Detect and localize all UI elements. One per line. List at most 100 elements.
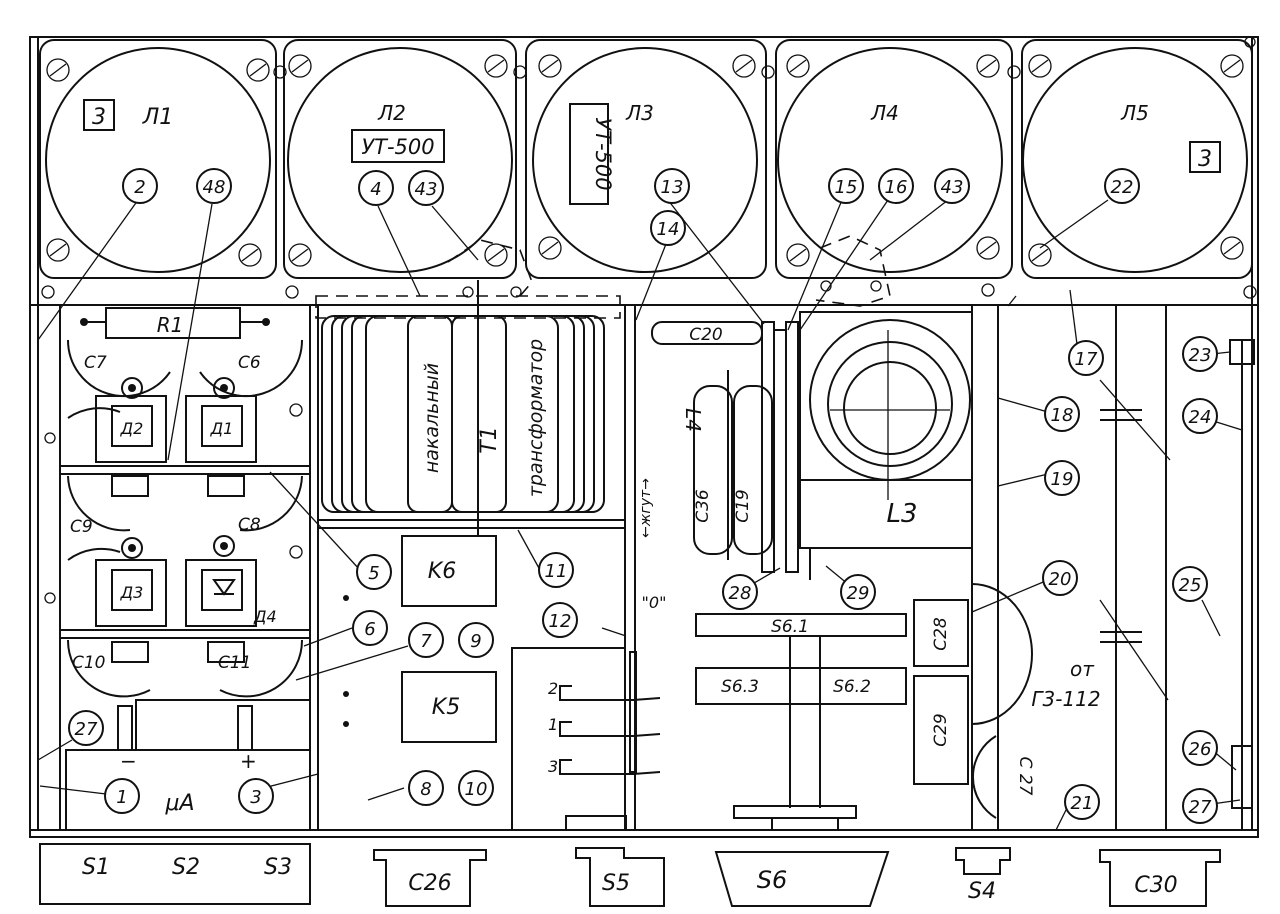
tube-l5-label: Л5	[1120, 101, 1149, 125]
tube-l4-label: Л4	[870, 101, 899, 125]
c36-label: C36	[693, 489, 713, 523]
g3-label: Г3-112	[1031, 687, 1100, 711]
c10-label: C10	[72, 653, 106, 673]
callout-9: 9	[470, 631, 481, 652]
callout-21: 21	[1071, 793, 1094, 814]
callout-15: 15	[835, 177, 858, 198]
d2-label: Д2	[120, 419, 144, 438]
callout-48: 48	[203, 177, 226, 198]
callout-22: 22	[1111, 177, 1134, 198]
tube-l5: Л5 3	[1021, 39, 1253, 279]
r1-label: R1	[157, 313, 184, 337]
callout-1: 1	[116, 787, 127, 808]
c19-label: C19	[733, 489, 753, 523]
tube-l3-type: УТ-500	[591, 117, 615, 190]
s6-2-label: S6.2	[833, 677, 871, 697]
callout-13: 13	[661, 177, 684, 198]
c9-label: C9	[70, 517, 93, 537]
callout-26: 26	[1189, 739, 1212, 760]
callout-27-left: 27	[75, 719, 98, 740]
callout-16: 16	[885, 177, 908, 198]
callout-19: 19	[1051, 469, 1074, 490]
k5-label: K5	[432, 695, 460, 720]
c29-label: C29	[931, 713, 951, 747]
screw-row	[41, 36, 1257, 299]
callout-4: 4	[370, 179, 381, 200]
rectifier-section: R1 C7 C6 C9 C8 C10 C11 Д2 Д1 Д	[44, 305, 319, 831]
l3-label: L3	[886, 499, 917, 529]
c27-label: C 27	[1015, 757, 1035, 796]
meter-unit: μA	[164, 791, 194, 816]
c28-label: C28	[931, 617, 951, 651]
label-s6: S6	[757, 866, 788, 894]
tube-l1: 3 Л1	[39, 39, 277, 279]
tube-l2: Л2 УТ-500	[283, 39, 517, 279]
tube-l5-mark: 3	[1198, 147, 1212, 172]
label-s4: S4	[968, 879, 996, 904]
k6-label: K6	[428, 559, 456, 584]
callout-43-l4: 43	[941, 177, 964, 198]
callouts: 2 48 4 43 13 14 15 16 43 22 1 3 5 6 7 8 …	[68, 168, 1218, 824]
rf-section: C20 L4 C36 C19 ←жгут→ "0" L3 S6.1 S6.3 S…	[638, 311, 1035, 831]
meter-plus: +	[240, 749, 257, 773]
callout-43-l2: 43	[415, 179, 438, 200]
from-label: от	[1070, 657, 1095, 681]
callout-20: 20	[1049, 569, 1072, 590]
label-s3: S3	[264, 855, 292, 880]
label-s5: S5	[602, 871, 630, 896]
transformer-section: T1 накальный трансформатор K6 K5 2 1 3	[318, 280, 661, 831]
t1-text-b: трансформатор	[525, 339, 547, 497]
callout-10: 10	[465, 779, 488, 800]
label-c26: C26	[408, 871, 451, 896]
s6-3-label: S6.3	[721, 677, 759, 697]
tube-l1-label: Л1	[142, 105, 174, 130]
tube-l2-label: Л2	[377, 101, 406, 125]
s6-1-label: S6.1	[771, 617, 809, 637]
t1-text-a: накальный	[421, 363, 443, 473]
callout-12: 12	[549, 611, 572, 632]
callout-17: 17	[1075, 349, 1098, 370]
d1-label: Д1	[210, 419, 234, 438]
callout-11: 11	[545, 561, 568, 582]
socket-outlines	[315, 235, 891, 319]
tube-l3-label: Л3	[625, 101, 654, 125]
tube-l3: Л3 УТ-500	[525, 39, 810, 279]
callout-14: 14	[657, 219, 680, 240]
callout-3: 3	[250, 787, 261, 808]
callout-18: 18	[1051, 405, 1074, 426]
callout-5: 5	[368, 563, 379, 584]
tube-l2-type: УТ-500	[361, 135, 434, 159]
callout-29: 29	[847, 583, 870, 604]
callout-27-right: 27	[1189, 797, 1212, 818]
callout-2: 2	[134, 177, 145, 198]
label-c30: C30	[1134, 873, 1177, 898]
c8-label: C8	[238, 515, 261, 535]
callout-25: 25	[1179, 575, 1202, 596]
l4-label: L4	[681, 408, 705, 432]
s5-pos2: 2	[548, 679, 558, 698]
label-s2: S2	[172, 855, 200, 880]
s5-pos3: 3	[548, 757, 558, 776]
tube-l1-mark: 3	[92, 105, 106, 130]
callout-6: 6	[364, 619, 375, 640]
d4-label: Д4	[253, 607, 277, 626]
meter-minus: −	[120, 749, 137, 773]
tube-l4: Л4	[775, 39, 1013, 279]
zero-label: "0"	[642, 593, 667, 612]
s5-pos1: 1	[548, 715, 558, 734]
bottom-controls: S1 S2 S3 C26 S5 S6 S4 C30	[39, 843, 1221, 907]
t1-label: T1	[477, 426, 502, 453]
callout-8: 8	[420, 779, 431, 800]
output-section: от Г3-112	[971, 305, 1255, 830]
callout-28: 28	[729, 583, 752, 604]
callout-24: 24	[1189, 407, 1212, 428]
callout-23: 23	[1189, 345, 1212, 366]
tube-row: 3 Л1 Л2 УТ-500 Л3 УТ-500	[39, 36, 1257, 299]
c7-label: C7	[84, 353, 107, 373]
d3-label: Д3	[120, 583, 144, 602]
label-s1: S1	[82, 855, 110, 880]
c20-label: C20	[689, 325, 723, 345]
c6-label: C6	[238, 353, 261, 373]
callout-7: 7	[420, 631, 432, 652]
